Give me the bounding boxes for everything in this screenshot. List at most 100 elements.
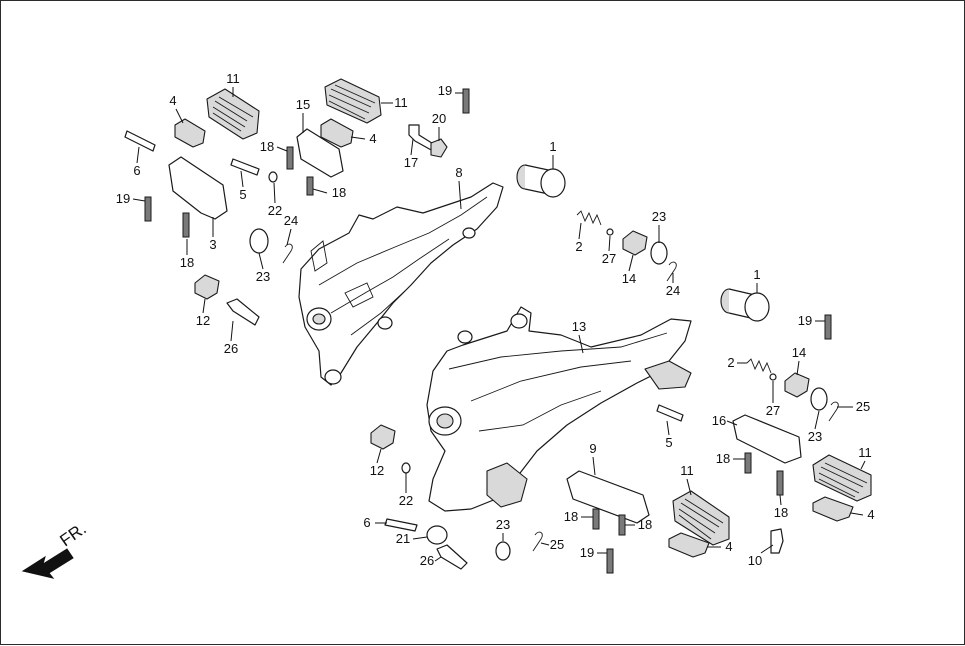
callout-18: 18 [312,185,346,200]
footpeg-bracket-left [298,182,504,386]
plate-12b [370,424,396,450]
callout-9: 9 [589,441,597,476]
pin-6a [124,130,156,152]
callout-10: 10 [748,544,774,568]
callout-number: 1 [549,139,556,154]
washer-22a [268,171,278,183]
callout-leader-line [860,460,866,470]
callout-11: 11 [226,71,240,97]
bolt-18b [286,146,294,170]
footpeg-rubber-11c [672,490,730,546]
callout-leader-line [686,478,692,496]
callout-leader-line [796,360,800,376]
callout-25: 25 [540,537,564,552]
callout-number: 18 [260,139,274,154]
callout-number: 25 [856,399,870,414]
footpeg-9 [566,470,650,524]
cotter-pin-25b [532,531,543,552]
callout-number: 18 [564,509,578,524]
callout-leader-line [175,108,184,124]
bolt-18d [744,452,752,474]
callout-number: 5 [239,187,246,202]
callout-leader-line [458,180,462,210]
callout-leader-line [814,410,820,430]
callout-number: 14 [792,345,806,360]
callout-leader-line [312,188,328,194]
washer-23d [495,541,511,561]
callout-number: 12 [370,463,384,478]
plate-4b [320,118,354,148]
callout-number: 12 [196,313,210,328]
callout-leader-line [608,235,611,252]
callout-number: 11 [680,463,694,478]
callout-number: 15 [296,97,310,112]
callout-4: 4 [707,539,733,554]
callout-number: 25 [550,537,564,552]
bolt-19a [144,196,152,222]
callout-11: 11 [680,463,694,496]
callout-number: 19 [798,313,812,328]
callout-number: 13 [572,319,586,334]
callout-17: 17 [404,138,418,170]
callout-18: 18 [260,139,288,154]
footpeg-16 [732,414,802,464]
callout-number: 19 [580,545,594,560]
callout-number: 6 [363,515,370,530]
callout-26: 26 [420,553,442,568]
callout-leader-line [202,298,206,314]
callout-number: 23 [496,517,510,532]
callout-leader-line [136,146,140,164]
callout-leader-line [286,228,292,246]
callout-number: 4 [725,539,732,554]
callout-5: 5 [239,170,247,202]
callout-number: 19 [116,191,130,206]
washer-22b [401,462,411,474]
callout-leader-line [578,334,584,354]
front-direction-arrow-icon [21,548,74,579]
callout-27: 27 [766,381,780,418]
callout-6: 6 [363,515,387,530]
callout-number: 18 [332,185,346,200]
callout-18: 18 [774,494,788,520]
pin-5b [656,404,684,422]
footpeg-rubber-11b [324,78,382,124]
callout-8: 8 [455,165,463,210]
callout-22: 22 [399,473,413,508]
callout-27: 27 [602,235,616,266]
callout-number: 18 [774,505,788,520]
callout-leader-line [666,420,670,436]
front-direction-indicator: FR. [21,519,90,579]
bolt-18c [306,176,314,196]
callout-4: 4 [350,131,377,146]
callout-leader-line [273,182,276,204]
callout-leader-line [350,136,366,140]
callout-leader-line [276,146,288,152]
front-direction-label: FR. [56,519,89,550]
callout-23: 23 [652,209,666,243]
callout-leader-line [258,252,264,270]
callout-number: 1 [753,267,760,282]
spring-2b [746,358,772,374]
bolt-19c [824,314,832,340]
pin-5a [230,158,260,176]
footpeg-bracket-right [426,306,692,512]
callout-number: 11 [226,71,240,86]
callout-number: 8 [455,165,462,180]
callout-number: 16 [712,413,726,428]
bolt-19b [462,88,470,114]
callout-leader-line [240,170,244,188]
callout-23: 23 [496,517,510,541]
callout-number: 18 [180,255,194,270]
callout-2: 2 [575,222,583,254]
callout-1: 1 [549,139,557,169]
ball-27a [606,228,614,236]
washer-23a [249,228,269,254]
footpeg-rubber-11d [812,454,872,502]
callout-number: 5 [665,435,672,450]
callout-4: 4 [850,507,875,522]
collar-1b [720,288,770,322]
callout-number: 24 [284,213,298,228]
pin-6b [384,518,418,532]
